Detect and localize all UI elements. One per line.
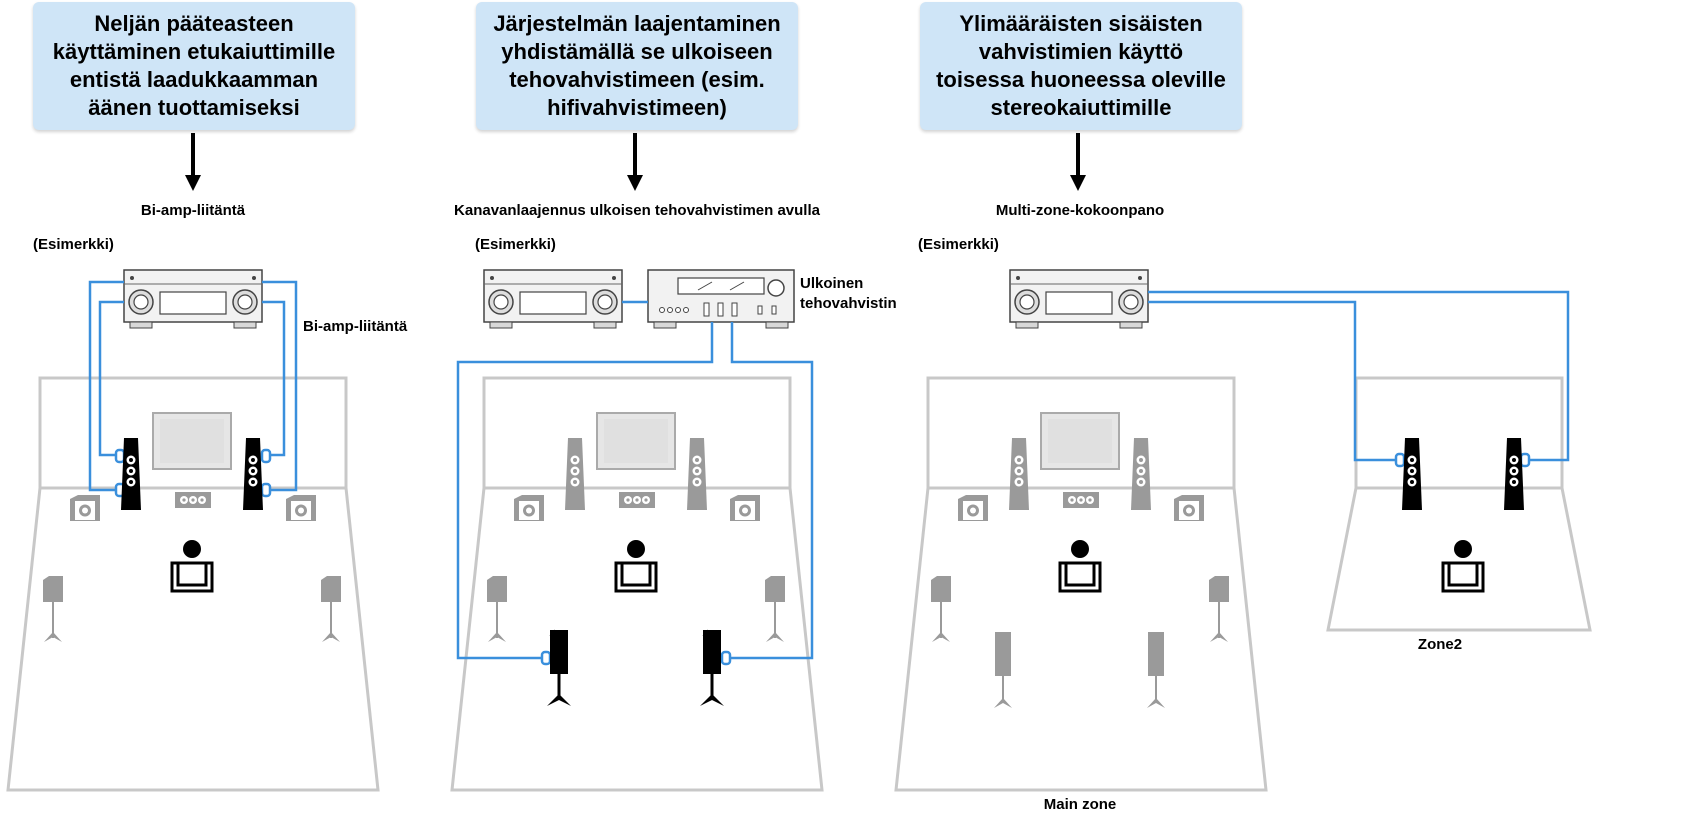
subwoofer-left-1 — [70, 495, 100, 521]
subwoofer-left-3 — [958, 495, 988, 521]
subwoofer-right-3 — [1174, 495, 1204, 521]
subwoofer-left-2 — [514, 495, 544, 521]
center-speaker-2 — [619, 492, 655, 508]
example-label-1: (Esimerkki) — [33, 236, 114, 253]
bi-amp-note: Bi-amp-liitäntä — [303, 318, 408, 335]
subwoofer-right-1 — [286, 495, 316, 521]
av-receiver-3 — [1009, 269, 1149, 329]
surround-right-3 — [1208, 575, 1230, 643]
tv-2 — [596, 412, 676, 470]
front-speaker-right-3 — [1131, 438, 1151, 510]
listener-zone2 — [1441, 538, 1485, 593]
surround-left-2 — [486, 575, 508, 643]
external-amp-cables — [456, 300, 814, 660]
main-zone-label: Main zone — [1043, 796, 1117, 813]
surround-back-right-3 — [1146, 631, 1166, 709]
surround-left-3 — [930, 575, 952, 643]
av-receiver-2 — [483, 269, 623, 329]
front-speaker-left-3 — [1009, 438, 1029, 510]
surround-back-right-2 — [698, 628, 726, 708]
tv-3 — [1040, 412, 1120, 470]
arrow-2 — [625, 131, 645, 193]
arrow-3 — [1068, 131, 1088, 193]
room-zone2 — [1326, 376, 1592, 632]
banner-bi-amp: Neljän pääteasteen käyttäminen etukaiutt… — [33, 2, 355, 130]
tv-1 — [152, 412, 232, 470]
room-external-amp — [450, 376, 824, 792]
zone2-cables — [1148, 290, 1570, 462]
zone2-label: Zone2 — [1417, 636, 1463, 653]
bi-amp-cables — [88, 280, 298, 492]
center-speaker-3 — [1063, 492, 1099, 508]
zone2-speaker-left — [1402, 438, 1422, 510]
panel-title-bi-amp: Bi-amp-liitäntä — [140, 202, 246, 219]
zone2-speaker-right — [1504, 438, 1524, 510]
listener-2 — [614, 538, 658, 593]
surround-left-1 — [42, 575, 64, 643]
front-speaker-left-1 — [121, 438, 141, 510]
surround-back-left-3 — [993, 631, 1013, 709]
external-amplifier — [647, 269, 795, 329]
example-label-2: (Esimerkki) — [475, 236, 556, 253]
external-amp-label: Ulkoinen tehovahvistin — [800, 275, 897, 312]
banner-external-amp: Järjestelmän laajentaminen yhdistämällä … — [476, 2, 798, 130]
listener-3 — [1058, 538, 1102, 593]
surround-right-1 — [320, 575, 342, 643]
av-receiver-1 — [123, 269, 263, 329]
front-speaker-right-1 — [243, 438, 263, 510]
center-speaker-1 — [175, 492, 211, 508]
surround-right-2 — [764, 575, 786, 643]
listener-1 — [170, 538, 214, 593]
room-main-zone — [894, 376, 1268, 792]
banner-multi-zone: Ylimääräisten sisäisten vahvistimien käy… — [920, 2, 1242, 130]
arrow-1 — [183, 131, 203, 193]
surround-back-left-2 — [545, 628, 573, 708]
panel-title-multi-zone: Multi-zone-kokoonpano — [995, 202, 1165, 219]
front-speaker-left-2 — [565, 438, 585, 510]
front-speaker-right-2 — [687, 438, 707, 510]
example-label-3: (Esimerkki) — [918, 236, 999, 253]
panel-title-external-amp: Kanavanlaajennus ulkoisen tehovahvistime… — [454, 202, 820, 219]
subwoofer-right-2 — [730, 495, 760, 521]
